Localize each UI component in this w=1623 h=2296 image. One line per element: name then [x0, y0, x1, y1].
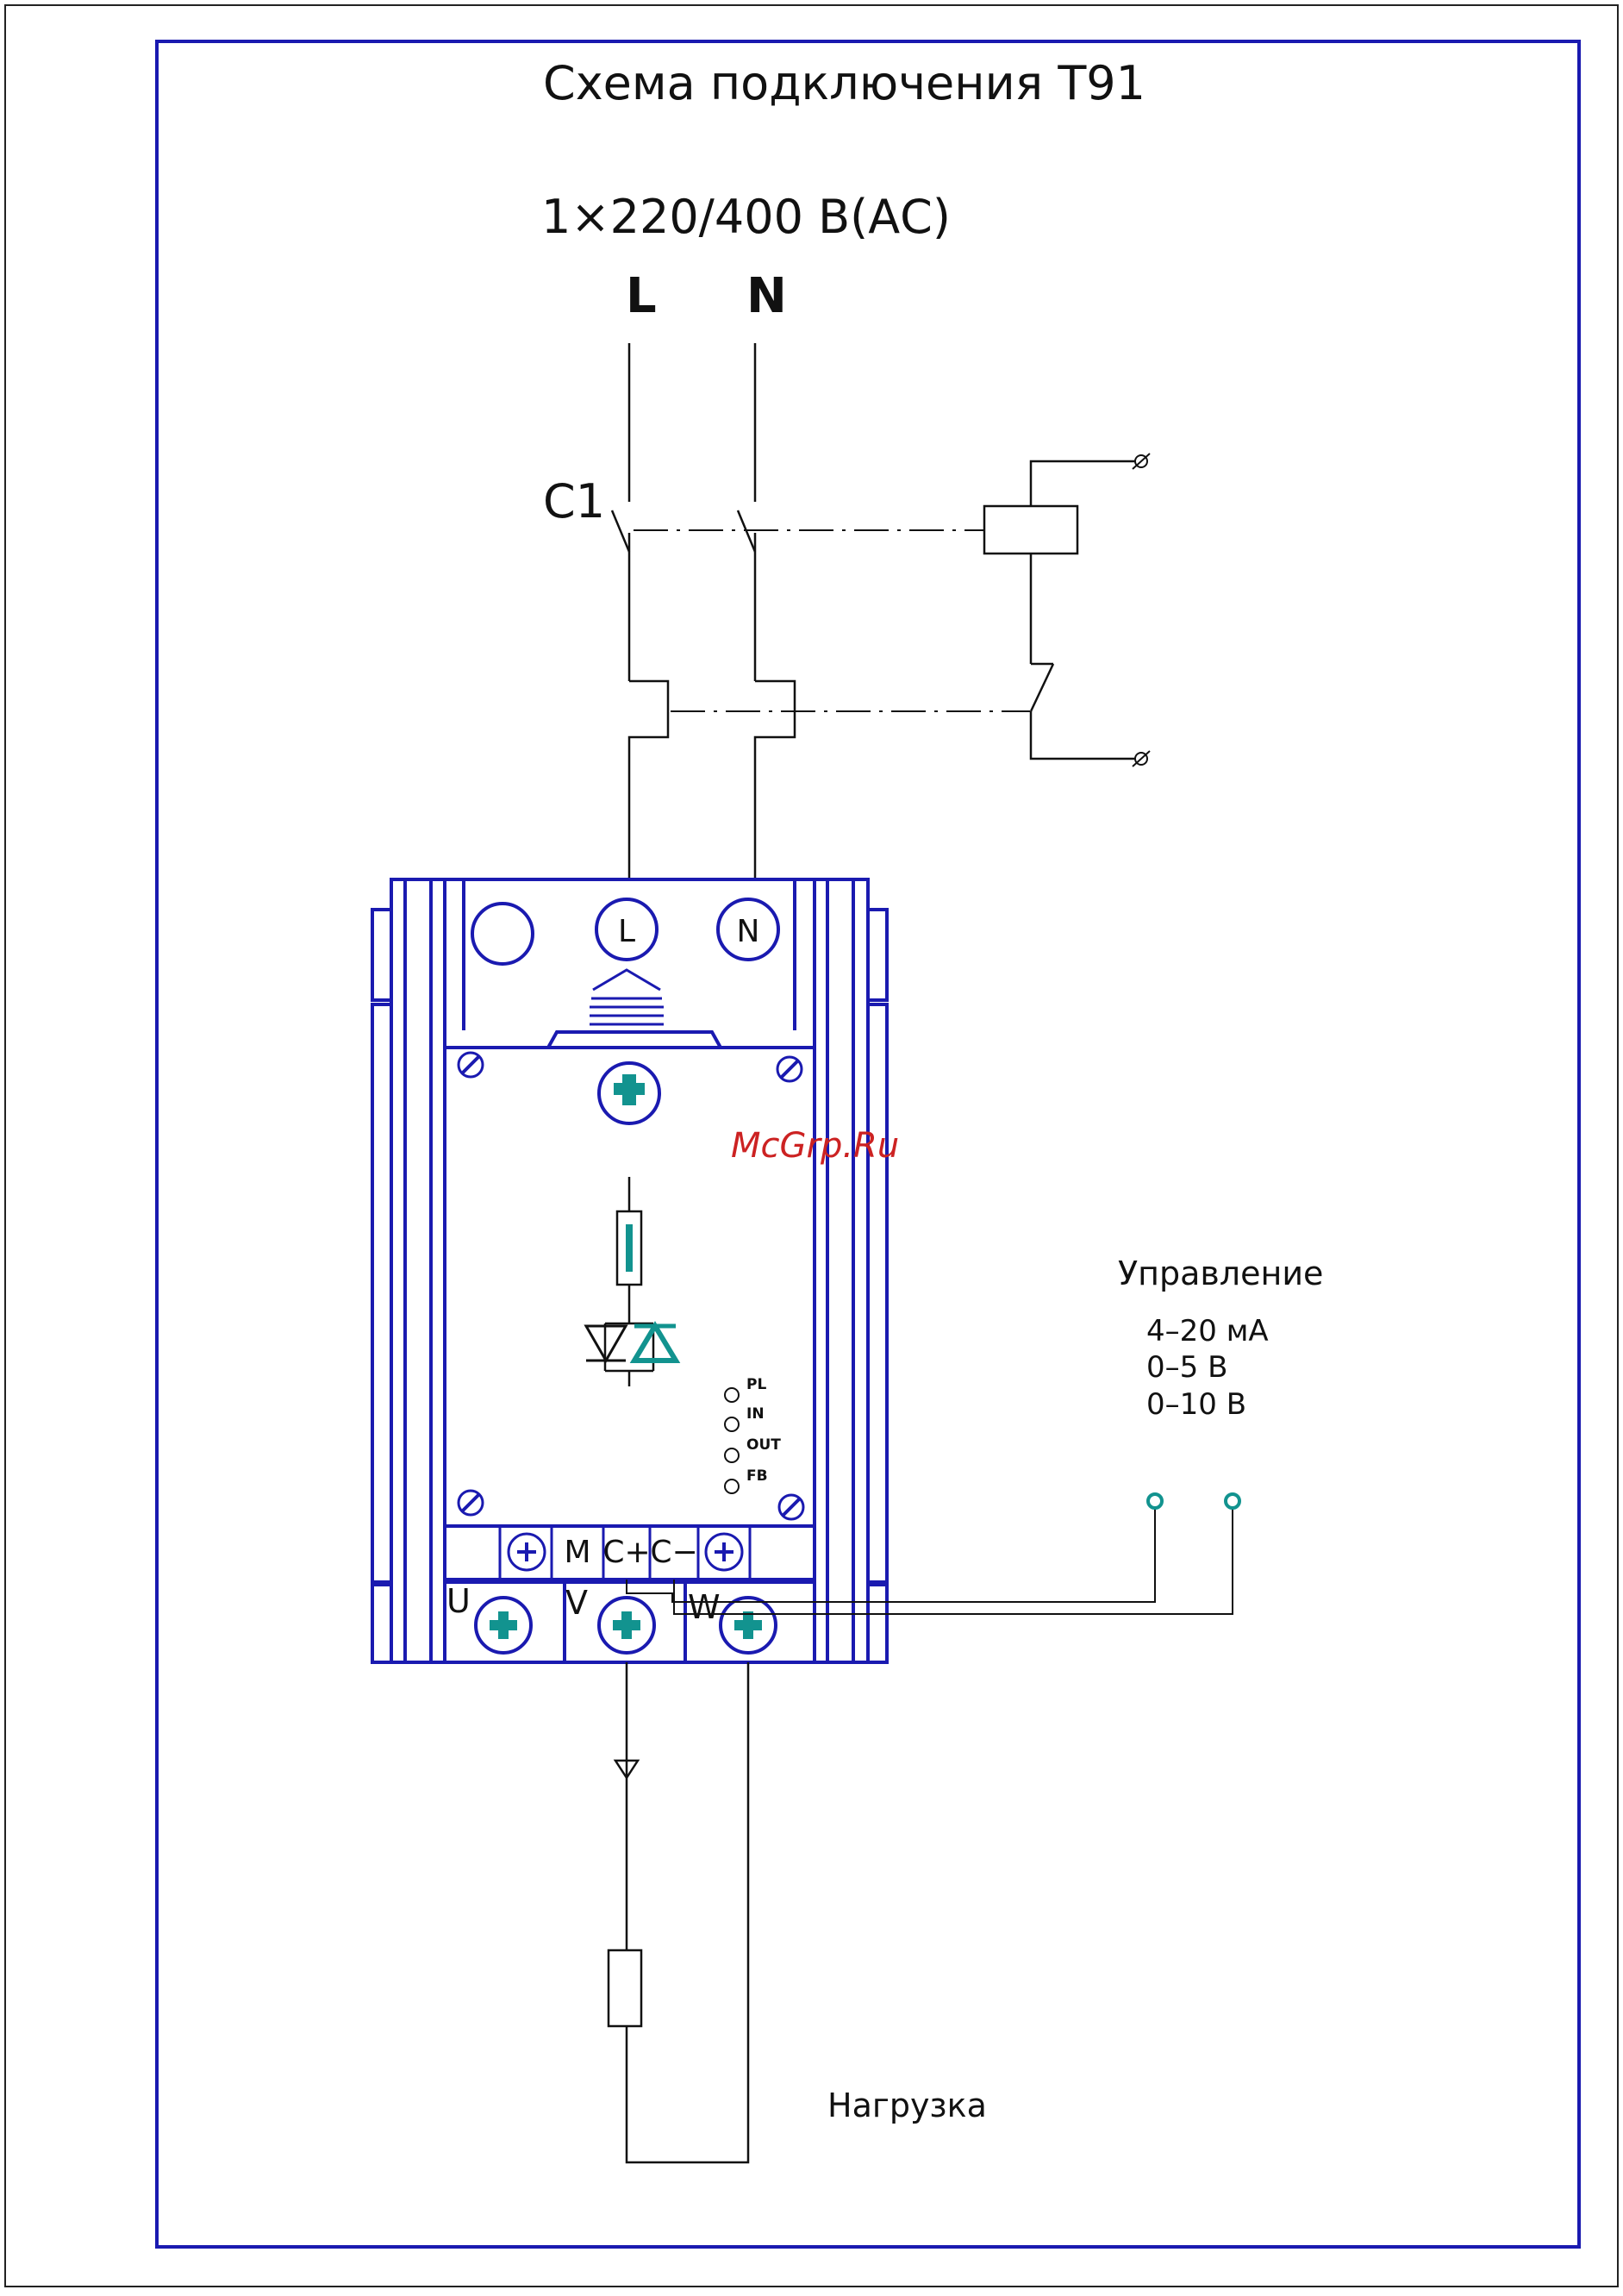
control-screw-right-icon: [706, 1534, 742, 1570]
internal-circuit: [605, 1177, 653, 1386]
breaker-label: С1: [543, 474, 605, 529]
top-terminal-n-label: N: [737, 914, 760, 949]
led-pl: PL: [725, 1376, 766, 1402]
screw-icon-top-left: [459, 1053, 483, 1077]
terminal-c-minus-label: C−: [650, 1535, 697, 1570]
load-label: Нагрузка: [827, 2086, 987, 2124]
mechanical-linkages: [634, 530, 1030, 711]
control-terminal-minus-icon: [1226, 1494, 1239, 1508]
load-circuit: [609, 1662, 748, 2162]
power-terminal-v: [599, 1598, 654, 1653]
screw-icon-bottom-left: [459, 1491, 483, 1515]
coil-terminal-top: [1133, 454, 1150, 469]
power-terminal-u: [476, 1598, 531, 1653]
led-in-label: IN: [746, 1405, 765, 1423]
control-screw-left-icon: [509, 1534, 545, 1570]
supply-voltage-label: 1×220/400 В(АС): [541, 190, 951, 244]
terminal-m-label: M: [564, 1535, 590, 1570]
screw-icon-bottom-right: [779, 1495, 803, 1519]
resistor-marker: [626, 1224, 633, 1272]
top-terminal-blank: [472, 904, 533, 964]
watermark: McGrp.Ru: [731, 1126, 899, 1166]
led-out: OUT: [725, 1436, 781, 1462]
ground-screw-icon: [599, 1063, 659, 1123]
terminal-w-label: W: [688, 1588, 721, 1626]
top-terminal-l-label: L: [618, 914, 635, 949]
stack-arrow-icon: [590, 970, 664, 1024]
screw-icon-top-right: [777, 1057, 802, 1081]
phase-label: L: [626, 268, 657, 324]
led-fb-label: FB: [746, 1467, 768, 1485]
led-in: IN: [725, 1405, 765, 1431]
power-terminal-w: [721, 1598, 776, 1653]
led-fb: FB: [725, 1467, 768, 1493]
control-title: Управление: [1118, 1254, 1323, 1292]
led-out-label: OUT: [746, 1436, 781, 1454]
neutral-label: N: [746, 268, 787, 324]
control-option-10v: 0–10 В: [1146, 1387, 1246, 1422]
thyristor-icon: [586, 1326, 676, 1361]
terminal-v-label: V: [565, 1584, 588, 1622]
control-terminal-plus-icon: [1148, 1494, 1162, 1508]
coil-terminal-bottom: [1133, 751, 1150, 766]
terminal-u-label: U: [446, 1582, 471, 1620]
contactor-coil-circuit: [984, 461, 1136, 759]
supply-wires: [612, 343, 795, 879]
control-option-current: 4–20 мА: [1146, 1314, 1269, 1348]
diagram-title: Схема подключения Т91: [543, 56, 1145, 110]
led-pl-label: PL: [746, 1376, 766, 1393]
terminal-c-plus-label: C+: [602, 1535, 650, 1570]
control-option-5v: 0–5 В: [1146, 1350, 1227, 1385]
